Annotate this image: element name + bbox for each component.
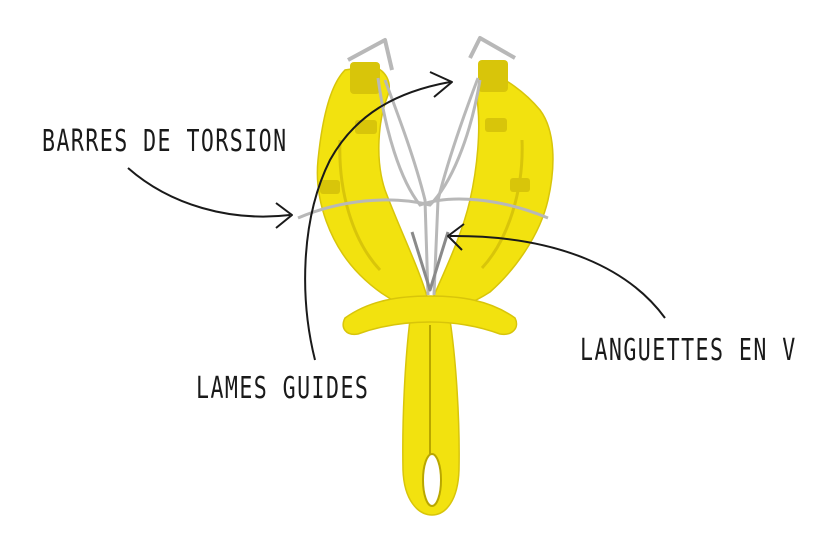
right-blade-holder xyxy=(478,60,508,92)
hanging-slot xyxy=(422,453,442,507)
arrowhead-v-tabs xyxy=(447,223,465,251)
guide-blade-right xyxy=(432,77,480,296)
crossguard xyxy=(342,295,518,336)
left-tab-lower xyxy=(320,180,340,194)
annotation-arrows xyxy=(127,71,666,361)
torsion-bar-right xyxy=(376,77,549,220)
arrowhead-guide-blades xyxy=(429,71,453,98)
left-tab-upper xyxy=(355,120,377,134)
arrowhead-torsion-bars xyxy=(275,202,293,229)
guide-blade-left xyxy=(383,79,430,296)
left-guide-blade-clip xyxy=(347,38,394,71)
right-tab-upper xyxy=(485,118,507,132)
right-arm xyxy=(431,71,554,313)
arrow-v-tabs xyxy=(449,234,666,319)
label-torsion-bars: BARRES DE TORSION xyxy=(42,124,288,159)
metal-parts xyxy=(297,36,549,296)
left-blade-holder xyxy=(350,62,380,94)
right-arm-groove xyxy=(480,139,524,270)
arrow-guide-blades xyxy=(304,81,451,361)
label-v-tabs: LANGUETTES EN V xyxy=(580,333,797,368)
right-tab-lower xyxy=(510,178,530,192)
arrow-torsion-bars xyxy=(127,167,291,218)
label-guide-blades: LAMES GUIDES xyxy=(196,371,370,406)
left-arm-groove xyxy=(338,139,382,272)
torsion-bar-left xyxy=(297,79,482,220)
right-guide-blade-clip xyxy=(468,36,516,60)
sharpener-body xyxy=(316,60,554,516)
v-tabs xyxy=(410,231,450,292)
